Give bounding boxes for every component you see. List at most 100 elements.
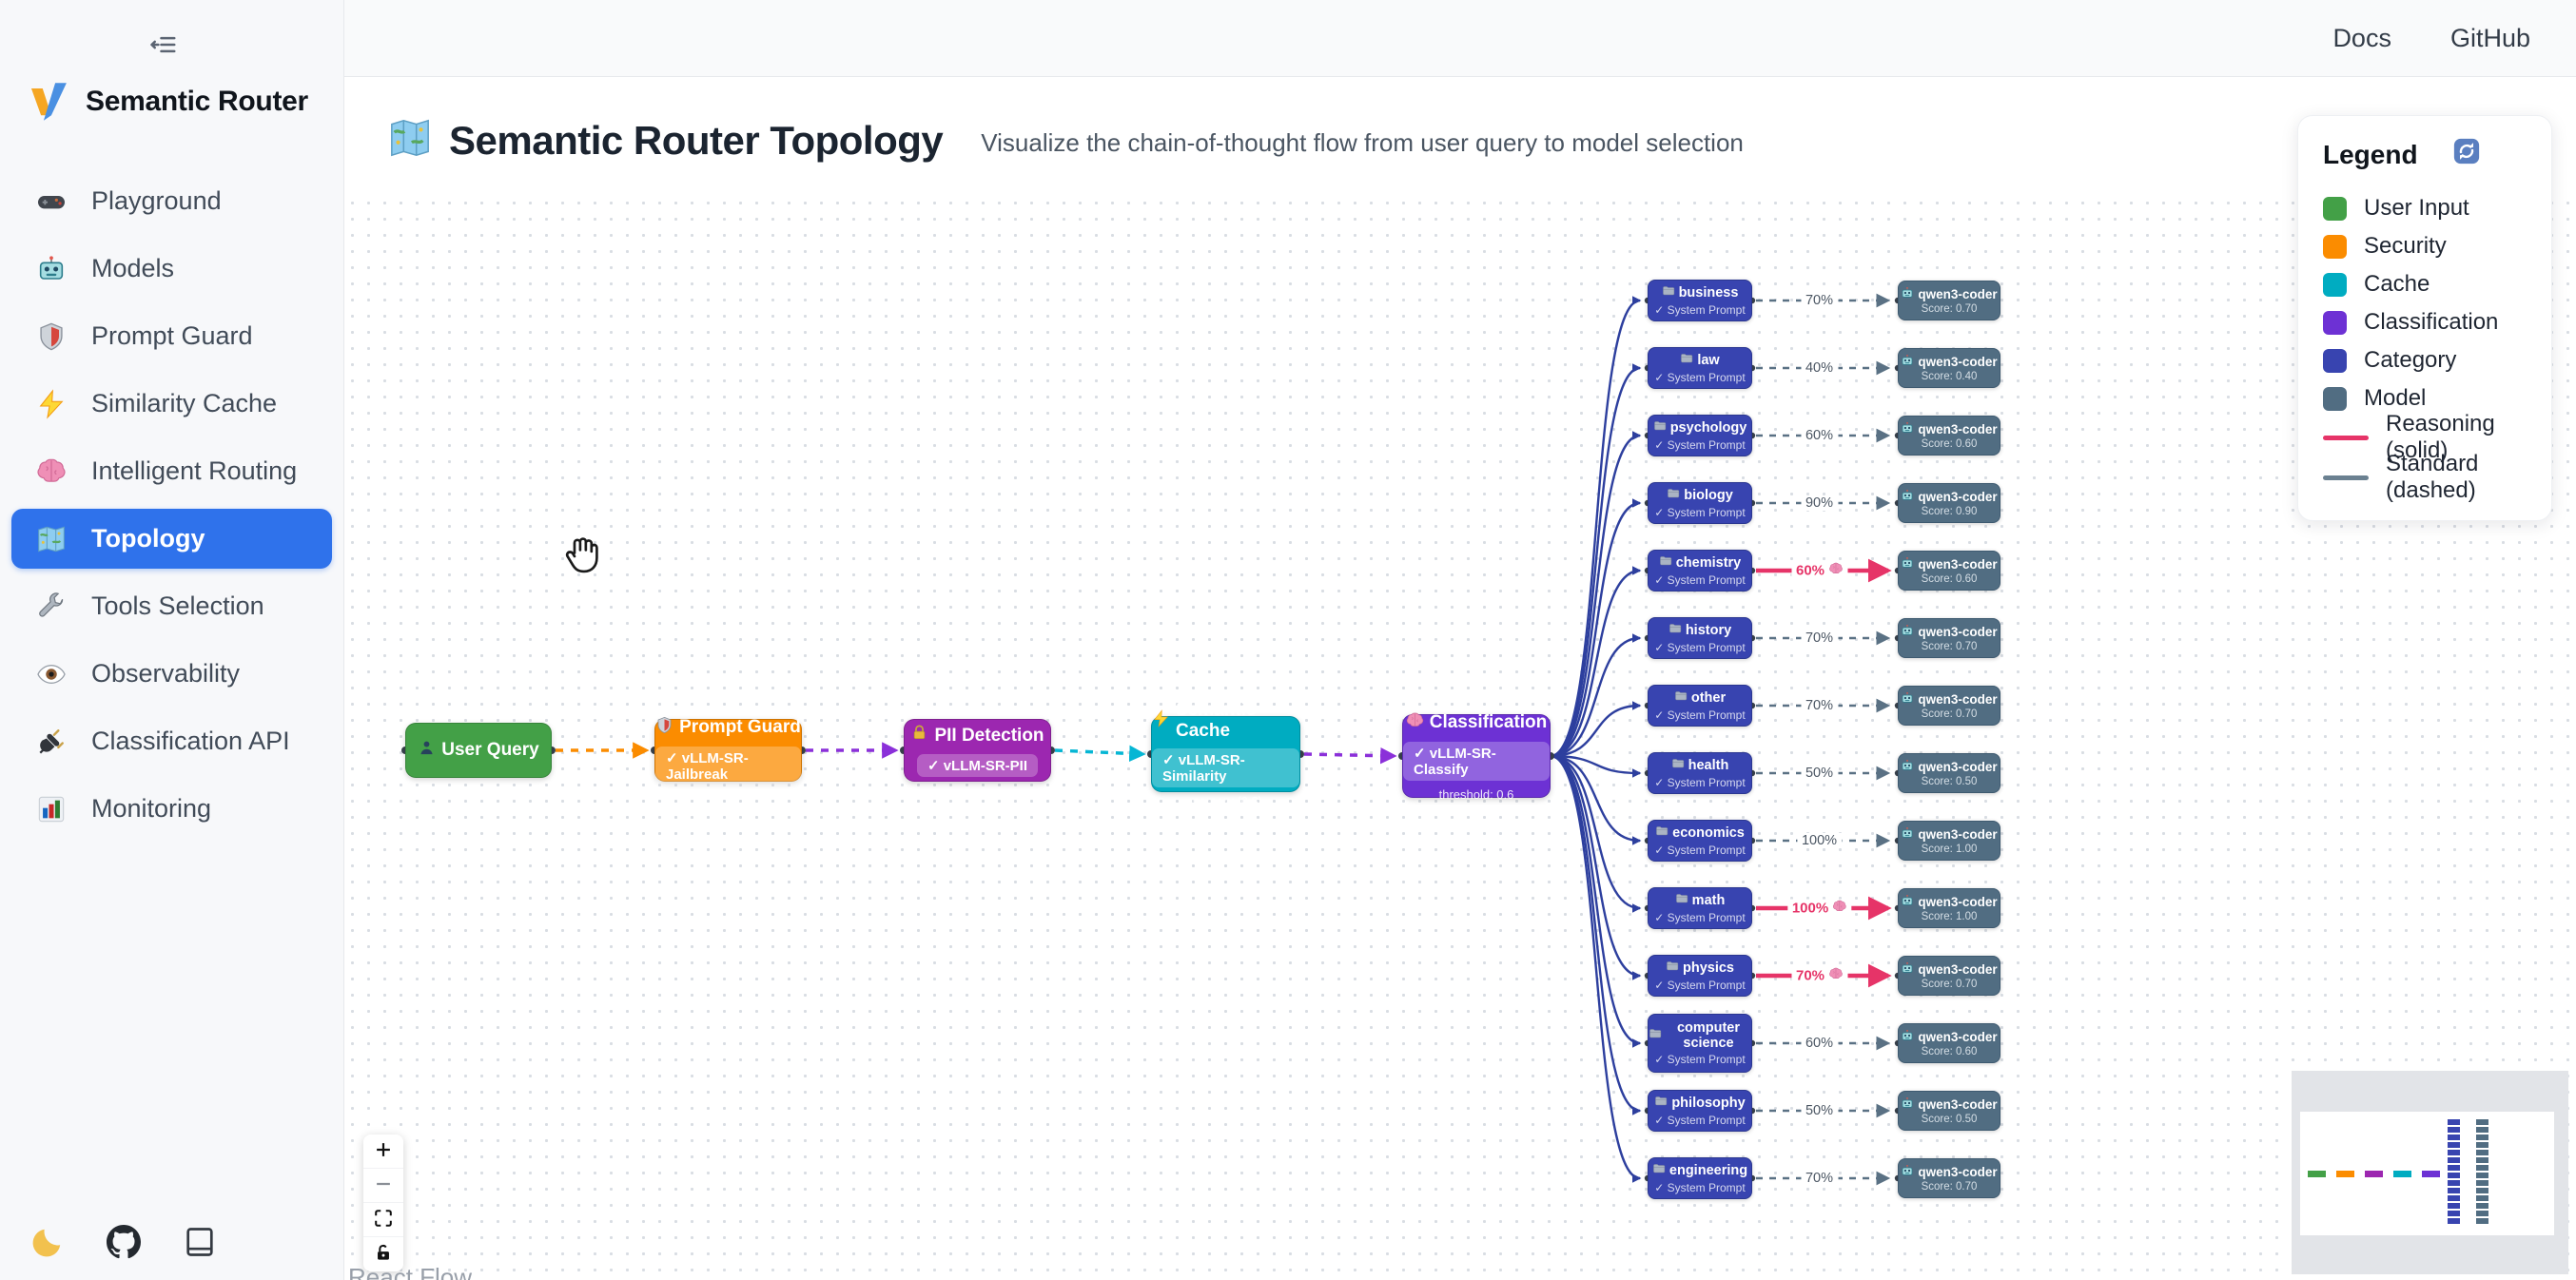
minimap[interactable] <box>2292 1071 2568 1274</box>
category-node-philosophy[interactable]: philosophy✓ System Prompt <box>1648 1090 1752 1132</box>
category-subtext: ✓ System Prompt <box>1654 506 1746 519</box>
minimap-node <box>2476 1218 2488 1224</box>
node-pii-detection[interactable]: PII Detection✓ vLLM-SR-PII <box>904 719 1051 782</box>
edge-label-other: 70% <box>1800 698 1839 713</box>
robot-icon <box>36 254 67 284</box>
fit-view-button[interactable] <box>363 1203 403 1237</box>
sidebar-item-label: Models <box>91 254 175 282</box>
model-score: Score: 0.50 <box>1921 776 1978 787</box>
sidebar-item-topology[interactable]: Topology <box>11 509 332 569</box>
edge-percent: 60% <box>1795 562 1825 579</box>
sidebar-item-tools-selection[interactable]: Tools Selection <box>11 576 332 636</box>
robot-icon <box>1901 894 1914 910</box>
category-node-history[interactable]: history✓ System Prompt <box>1648 617 1752 659</box>
category-label: computer science <box>1676 1020 1741 1051</box>
category-node-health[interactable]: health✓ System Prompt <box>1648 752 1752 794</box>
category-node-math[interactable]: math✓ System Prompt <box>1648 887 1752 929</box>
edge-label-computer-science: 60% <box>1800 1036 1839 1051</box>
github-icon <box>107 1225 141 1262</box>
sidebar-item-playground[interactable]: Playground <box>11 171 332 231</box>
category-node-psychology[interactable]: psychology✓ System Prompt <box>1648 415 1752 456</box>
folder-icon <box>1674 689 1688 707</box>
model-label: qwen3-coder <box>1918 827 1998 842</box>
sidebar-item-intelligent-routing[interactable]: Intelligent Routing <box>11 441 332 501</box>
sidebar-item-prompt-guard[interactable]: Prompt Guard <box>11 306 332 366</box>
category-node-other[interactable]: other✓ System Prompt <box>1648 685 1752 727</box>
zap-icon <box>1152 708 1170 733</box>
zoom-in-button[interactable] <box>363 1135 403 1169</box>
sidebar-item-similarity-cache[interactable]: Similarity Cache <box>11 374 332 434</box>
zoom-out-button[interactable] <box>363 1169 403 1203</box>
legend-swatch <box>2323 386 2347 411</box>
robot-icon <box>1901 354 1914 370</box>
sidebar-item-classification-api[interactable]: Classification API <box>11 711 332 771</box>
sidebar-item-label: Playground <box>91 186 222 215</box>
sidebar-item-label: Intelligent Routing <box>91 456 298 485</box>
book-button[interactable] <box>183 1225 217 1259</box>
folder-icon <box>1667 487 1680 504</box>
sidebar-item-label: Monitoring <box>91 794 212 823</box>
category-node-biology[interactable]: biology✓ System Prompt <box>1648 482 1752 524</box>
legend-label: Reasoning (solid) <box>2386 411 2495 463</box>
node-label: User Query <box>441 740 539 760</box>
category-node-chemistry[interactable]: chemistry✓ System Prompt <box>1648 550 1752 592</box>
category-node-economics[interactable]: economics✓ System Prompt <box>1648 820 1752 862</box>
edge-label-math: 100% <box>1786 899 1852 918</box>
category-node-physics[interactable]: physics✓ System Prompt <box>1648 955 1752 997</box>
sidebar-item-observability[interactable]: Observability <box>11 644 332 704</box>
model-badge: ✓ vLLM-SR-PII <box>916 754 1039 777</box>
sidebar-item-monitoring[interactable]: Monitoring <box>11 779 332 839</box>
edge-label-chemistry: 60% <box>1790 561 1848 580</box>
minimap-node <box>2448 1180 2460 1186</box>
sidebar-item-label: Observability <box>91 659 241 688</box>
category-subtext: ✓ System Prompt <box>1654 371 1746 384</box>
robot-icon <box>1901 556 1914 572</box>
category-node-engineering[interactable]: engineering✓ System Prompt <box>1648 1157 1752 1199</box>
minimap-node <box>2476 1157 2488 1163</box>
edge-label-economics: 100% <box>1796 833 1843 848</box>
legend-swatch <box>2323 310 2347 335</box>
model-score: Score: 1.00 <box>1921 844 1978 855</box>
lock-icon <box>910 724 928 747</box>
minus-icon <box>373 1173 394 1197</box>
folder-icon <box>1654 1095 1668 1112</box>
minimap-node <box>2476 1211 2488 1216</box>
flow-canvas[interactable]: User Query Prompt Guard✓ vLLM-SR-Jailbrea… <box>344 0 2576 1280</box>
docs-link[interactable]: Docs <box>2332 23 2391 52</box>
moon-button[interactable] <box>30 1225 65 1259</box>
github-button[interactable] <box>107 1225 141 1259</box>
node-user-query[interactable]: User Query <box>405 723 552 778</box>
category-node-computer-science[interactable]: computer science✓ System Prompt <box>1648 1014 1752 1073</box>
minimap-node <box>2476 1142 2488 1148</box>
github-link[interactable]: GitHub <box>2449 23 2530 52</box>
lock-button[interactable] <box>363 1237 403 1271</box>
top-header: Docs GitHub <box>344 0 2576 77</box>
category-node-law[interactable]: law✓ System Prompt <box>1648 347 1752 389</box>
category-node-business[interactable]: business✓ System Prompt <box>1648 280 1752 321</box>
edge-label-health: 50% <box>1800 766 1839 781</box>
sidebar-item-models[interactable]: Models <box>11 239 332 299</box>
minimap-node <box>2448 1218 2460 1224</box>
collapse-sidebar-button[interactable] <box>141 27 186 65</box>
folder-icon <box>1662 284 1675 301</box>
node-prompt-guard[interactable]: Prompt Guard✓ vLLM-SR-Jailbreak <box>654 716 802 785</box>
folder-icon <box>1659 554 1672 572</box>
wrench-icon <box>36 592 67 622</box>
edge-label-philosophy: 50% <box>1800 1103 1839 1118</box>
